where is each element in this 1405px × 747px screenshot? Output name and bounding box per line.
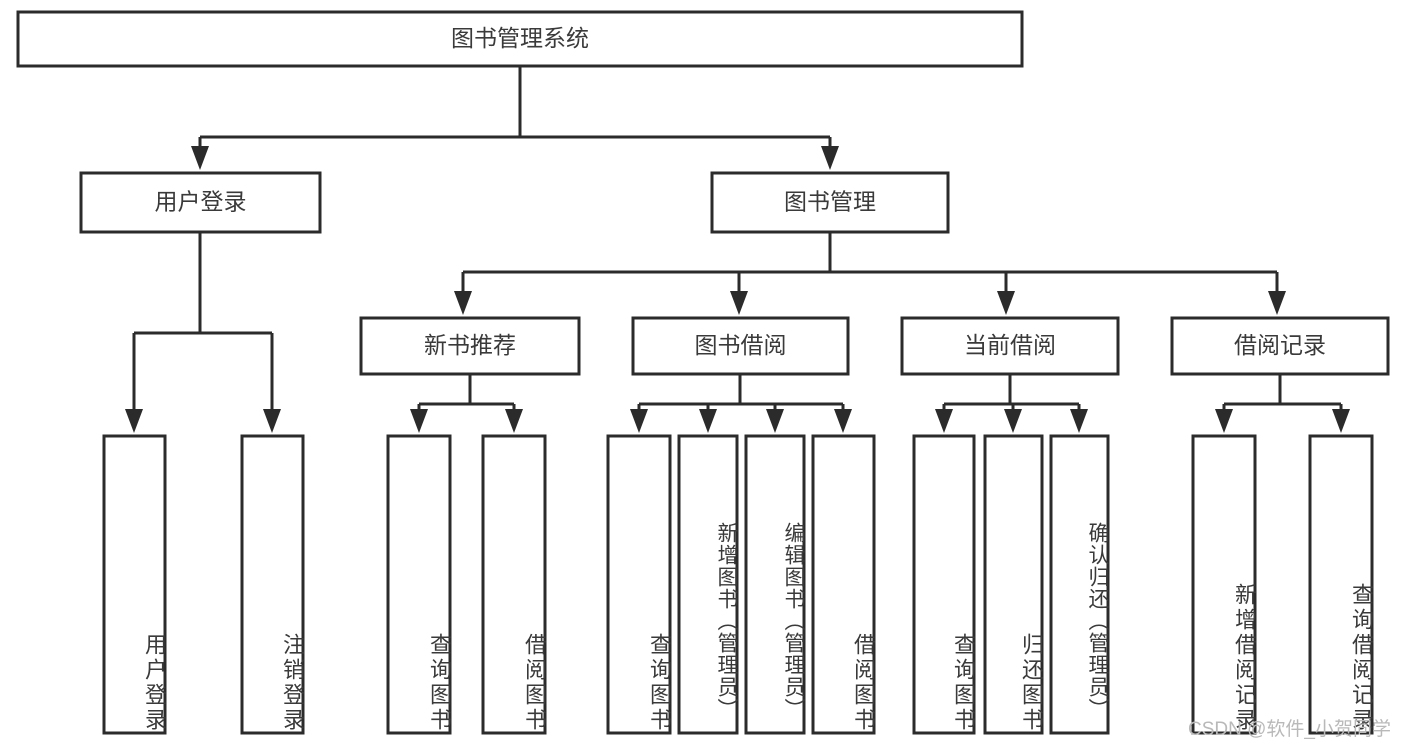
node-label-book-borrow: 图书借阅: [695, 332, 787, 358]
root-arrow-1-head: [821, 146, 839, 170]
node-box-leaf-user-login[interactable]: [102, 434, 167, 735]
node-box-leaf-logout[interactable]: [240, 434, 305, 735]
user-login-arrow-1-head: [263, 409, 281, 433]
book-borrow-arrow-3-head: [834, 409, 852, 433]
connectors-layer: [125, 66, 1350, 433]
user-login-arrow-0-head: [125, 409, 143, 433]
new-book-recommend-arrow-1-head: [505, 409, 523, 433]
node-box-leaf-borrow-book[interactable]: [811, 434, 876, 735]
node-box-leaf-borrow-book-recommend[interactable]: [481, 434, 547, 735]
node-box-new-book-recommend[interactable]: [359, 316, 581, 376]
node-label-new-book-recommend: 新书推荐: [424, 332, 516, 358]
node-box-leaf-query-book-recommend[interactable]: [386, 434, 452, 735]
node-box-current-borrow[interactable]: [900, 316, 1120, 376]
borrow-record-arrow-0-head: [1215, 409, 1233, 433]
book-borrow-arrow-2-head: [766, 409, 784, 433]
node-label-current-borrow: 当前借阅: [964, 332, 1056, 358]
book-borrow-arrow-1-head: [699, 409, 717, 433]
current-borrow-arrow-1-head: [1004, 409, 1022, 433]
book-management-arrow-2-head: [997, 291, 1015, 315]
node-box-borrow-record[interactable]: [1170, 316, 1390, 376]
root-arrow-0-head: [191, 146, 209, 170]
book-management-arrow-1-head: [730, 291, 748, 315]
book-management-arrow-3-head: [1268, 291, 1286, 315]
node-label-root: 图书管理系统: [451, 25, 589, 51]
boxes-layer: [16, 10, 1390, 735]
watermark-text: CSDN @软件_小贺同学: [1188, 719, 1391, 740]
new-book-recommend-arrow-0-head: [410, 409, 428, 433]
book-management-arrow-0-head: [454, 291, 472, 315]
node-box-book-borrow[interactable]: [631, 316, 850, 376]
node-box-leaf-edit-book[interactable]: [744, 434, 806, 735]
borrow-record-arrow-1-head: [1332, 409, 1350, 433]
node-box-leaf-return-book[interactable]: [983, 434, 1044, 735]
node-label-book-management: 图书管理: [784, 189, 876, 215]
node-box-root[interactable]: [16, 10, 1024, 68]
node-box-leaf-confirm-return[interactable]: [1049, 434, 1110, 735]
node-box-leaf-query-book-borrow[interactable]: [606, 434, 672, 735]
node-box-leaf-query-borrow-record[interactable]: [1308, 434, 1374, 735]
node-box-leaf-query-book-current[interactable]: [912, 434, 976, 735]
node-box-user-login[interactable]: [79, 171, 322, 234]
node-box-leaf-add-borrow-record[interactable]: [1191, 434, 1257, 735]
node-label-user-login: 用户登录: [155, 189, 247, 215]
current-borrow-arrow-0-head: [935, 409, 953, 433]
book-borrow-arrow-0-head: [630, 409, 648, 433]
node-box-leaf-add-book[interactable]: [677, 434, 739, 735]
node-label-borrow-record: 借阅记录: [1234, 332, 1326, 358]
node-box-book-management[interactable]: [710, 171, 950, 234]
current-borrow-arrow-2-head: [1070, 409, 1088, 433]
